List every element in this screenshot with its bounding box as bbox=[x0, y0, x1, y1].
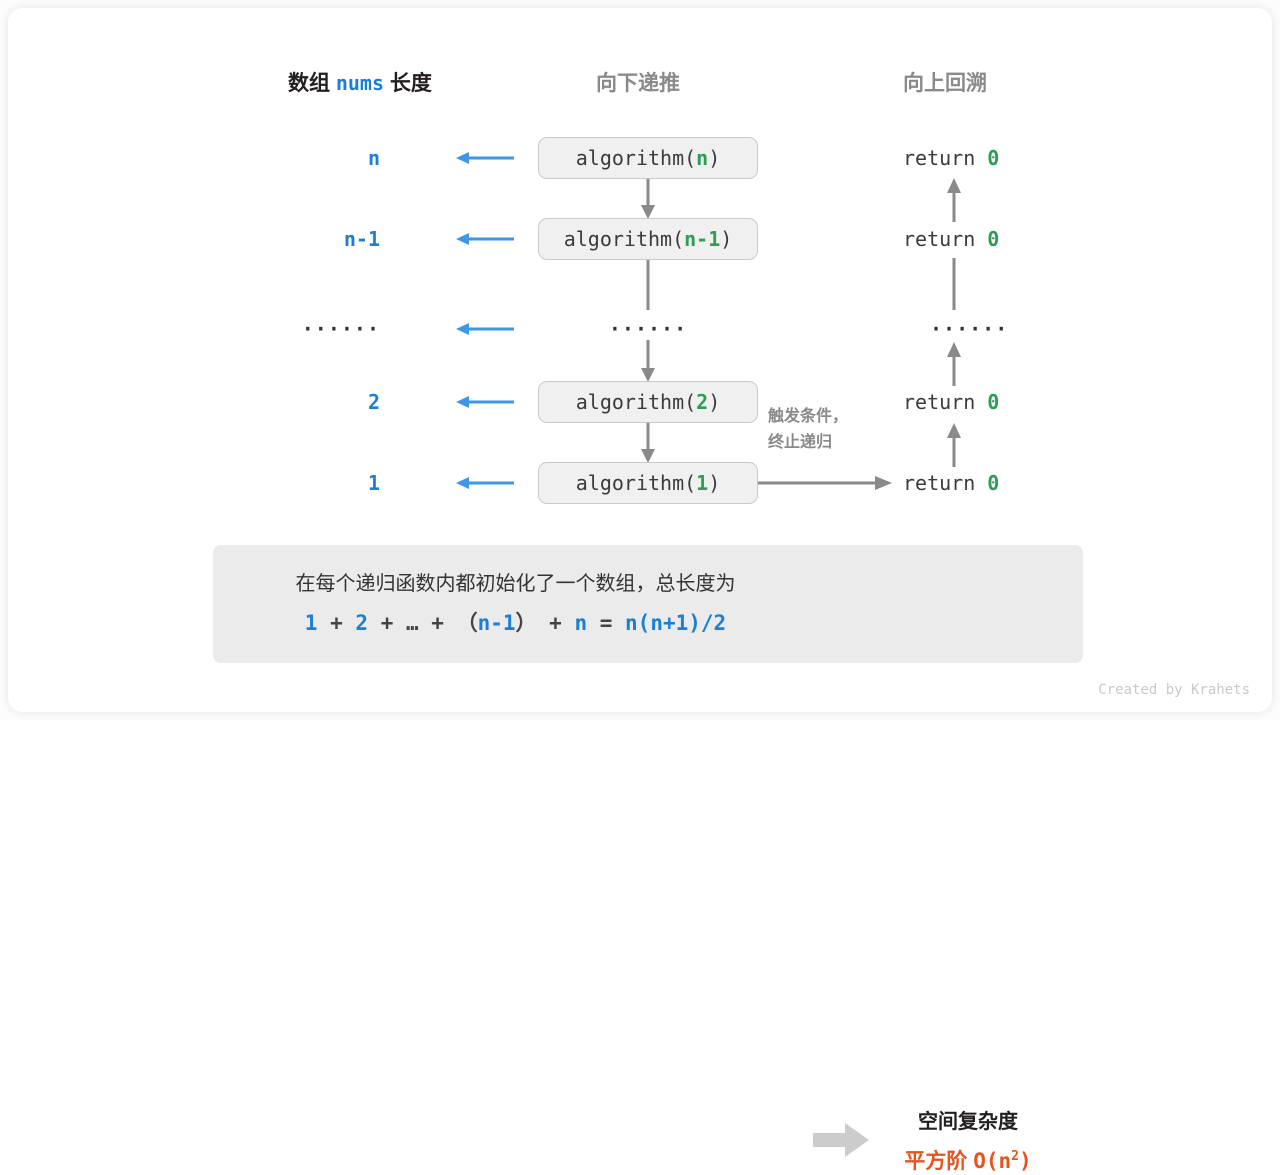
down-connector-4 bbox=[641, 421, 655, 463]
trigger-condition-note: 触发条件， 终止递归 bbox=[768, 404, 848, 456]
length-arrow-icon bbox=[456, 233, 514, 245]
return-statement: return 0 bbox=[903, 227, 999, 251]
complexity-big-o: O(n bbox=[973, 1149, 1012, 1173]
formula-op-2: + … + bbox=[368, 611, 457, 635]
up-connector-2 bbox=[952, 258, 956, 310]
diagram-card: 数组 nums 长度 向下递推 向上回溯 bbox=[8, 8, 1272, 1173]
array-length-label: 1 bbox=[367, 471, 380, 495]
trigger-note-line2: 终止递归 bbox=[768, 434, 833, 451]
array-length-label: n bbox=[367, 146, 380, 170]
return-value: 0 bbox=[987, 390, 1000, 414]
return-ellipsis: ······ bbox=[930, 317, 1009, 341]
column-header-array-length: 数组 nums 长度 bbox=[288, 67, 432, 97]
formula-term-3: n-1 bbox=[477, 611, 516, 635]
call-box[interactable]: algorithm(2) bbox=[538, 381, 758, 423]
formula-equals: = bbox=[587, 611, 626, 635]
formula-term-1: 1 bbox=[304, 611, 318, 635]
length-arrow-icon bbox=[456, 396, 514, 408]
call-arg: 2 bbox=[696, 390, 709, 414]
header-array-prefix: 数组 bbox=[288, 72, 330, 95]
call-ellipsis: ······ bbox=[608, 317, 688, 341]
return-statement: return 0 bbox=[903, 471, 999, 495]
array-length-label: n-1 bbox=[343, 227, 380, 251]
return-value: 0 bbox=[987, 146, 1000, 170]
call-suffix: ) bbox=[708, 390, 721, 414]
length-arrow-icon bbox=[456, 323, 514, 335]
formula-paren-left: （ bbox=[456, 611, 478, 635]
complexity-title: 空间复杂度 bbox=[918, 1111, 1018, 1133]
call-prefix: algorithm( bbox=[575, 146, 697, 170]
base-case-connector bbox=[758, 476, 892, 490]
complexity-label: 平方阶 bbox=[904, 1150, 968, 1173]
formula-result: n(n+1)/2 bbox=[625, 611, 727, 635]
column-header-recurse-down: 向下递推 bbox=[596, 72, 680, 95]
array-length-ellipsis: ······ bbox=[301, 317, 380, 341]
header-array-code: nums bbox=[335, 71, 385, 95]
column-header-backtrack-up: 向上回溯 bbox=[903, 72, 987, 95]
return-value: 0 bbox=[987, 471, 1000, 495]
call-arg: n bbox=[696, 146, 709, 170]
trigger-note-line1: 触发条件， bbox=[768, 408, 849, 425]
header-array-suffix: 长度 bbox=[389, 72, 432, 95]
formula-op-1: + bbox=[317, 611, 356, 635]
diagram-page: 数组 nums 长度 向下递推 向上回溯 bbox=[8, 8, 1272, 1173]
summary-description: 在每个递归函数内都初始化了一个数组，总长度为 bbox=[295, 573, 736, 595]
call-arg: n-1 bbox=[684, 227, 721, 251]
call-box[interactable]: algorithm(n-1) bbox=[538, 218, 758, 260]
return-keyword: return bbox=[903, 146, 988, 170]
credit-text: Created by Krahets bbox=[1098, 682, 1250, 698]
array-length-label: 2 bbox=[367, 390, 380, 414]
formula-op-3: + bbox=[536, 611, 575, 635]
return-keyword: return bbox=[903, 390, 988, 414]
return-keyword: return bbox=[903, 227, 988, 251]
length-arrow-icon bbox=[456, 477, 514, 489]
down-connector-1 bbox=[641, 177, 655, 219]
return-statement: return 0 bbox=[903, 146, 999, 170]
return-keyword: return bbox=[903, 471, 988, 495]
up-connector-4 bbox=[947, 423, 961, 467]
formula-term-2: 2 bbox=[355, 611, 369, 635]
call-box[interactable]: algorithm(1) bbox=[538, 462, 758, 504]
complexity-exponent: 2 bbox=[1011, 1149, 1019, 1164]
up-connector-3 bbox=[947, 342, 961, 386]
call-box[interactable]: algorithm(n) bbox=[538, 137, 758, 179]
call-suffix: ) bbox=[720, 227, 733, 251]
summary-formula: 1 + 2 + … + （n-1） + n = n(n+1)/2 bbox=[243, 607, 788, 637]
summary-box: 在每个递归函数内都初始化了一个数组，总长度为 1 + 2 + … + （n-1）… bbox=[213, 545, 1083, 1173]
formula-term-4: n bbox=[574, 611, 588, 635]
call-arg: 1 bbox=[696, 471, 709, 495]
down-connector-3 bbox=[641, 340, 655, 382]
return-value: 0 bbox=[987, 227, 1000, 251]
up-connector-1 bbox=[947, 178, 961, 222]
call-suffix: ) bbox=[708, 146, 721, 170]
call-prefix: algorithm( bbox=[575, 390, 697, 414]
down-connector-2 bbox=[646, 258, 650, 310]
length-arrow-icon bbox=[456, 152, 514, 164]
call-prefix: algorithm( bbox=[563, 227, 685, 251]
formula-paren-right: ） bbox=[515, 611, 537, 635]
call-suffix: ) bbox=[708, 471, 721, 495]
return-statement: return 0 bbox=[903, 390, 999, 414]
complexity-close-paren: ) bbox=[1018, 1149, 1032, 1173]
complexity-value: 平方阶 O(n2) bbox=[853, 1145, 1083, 1175]
call-prefix: algorithm( bbox=[575, 471, 697, 495]
